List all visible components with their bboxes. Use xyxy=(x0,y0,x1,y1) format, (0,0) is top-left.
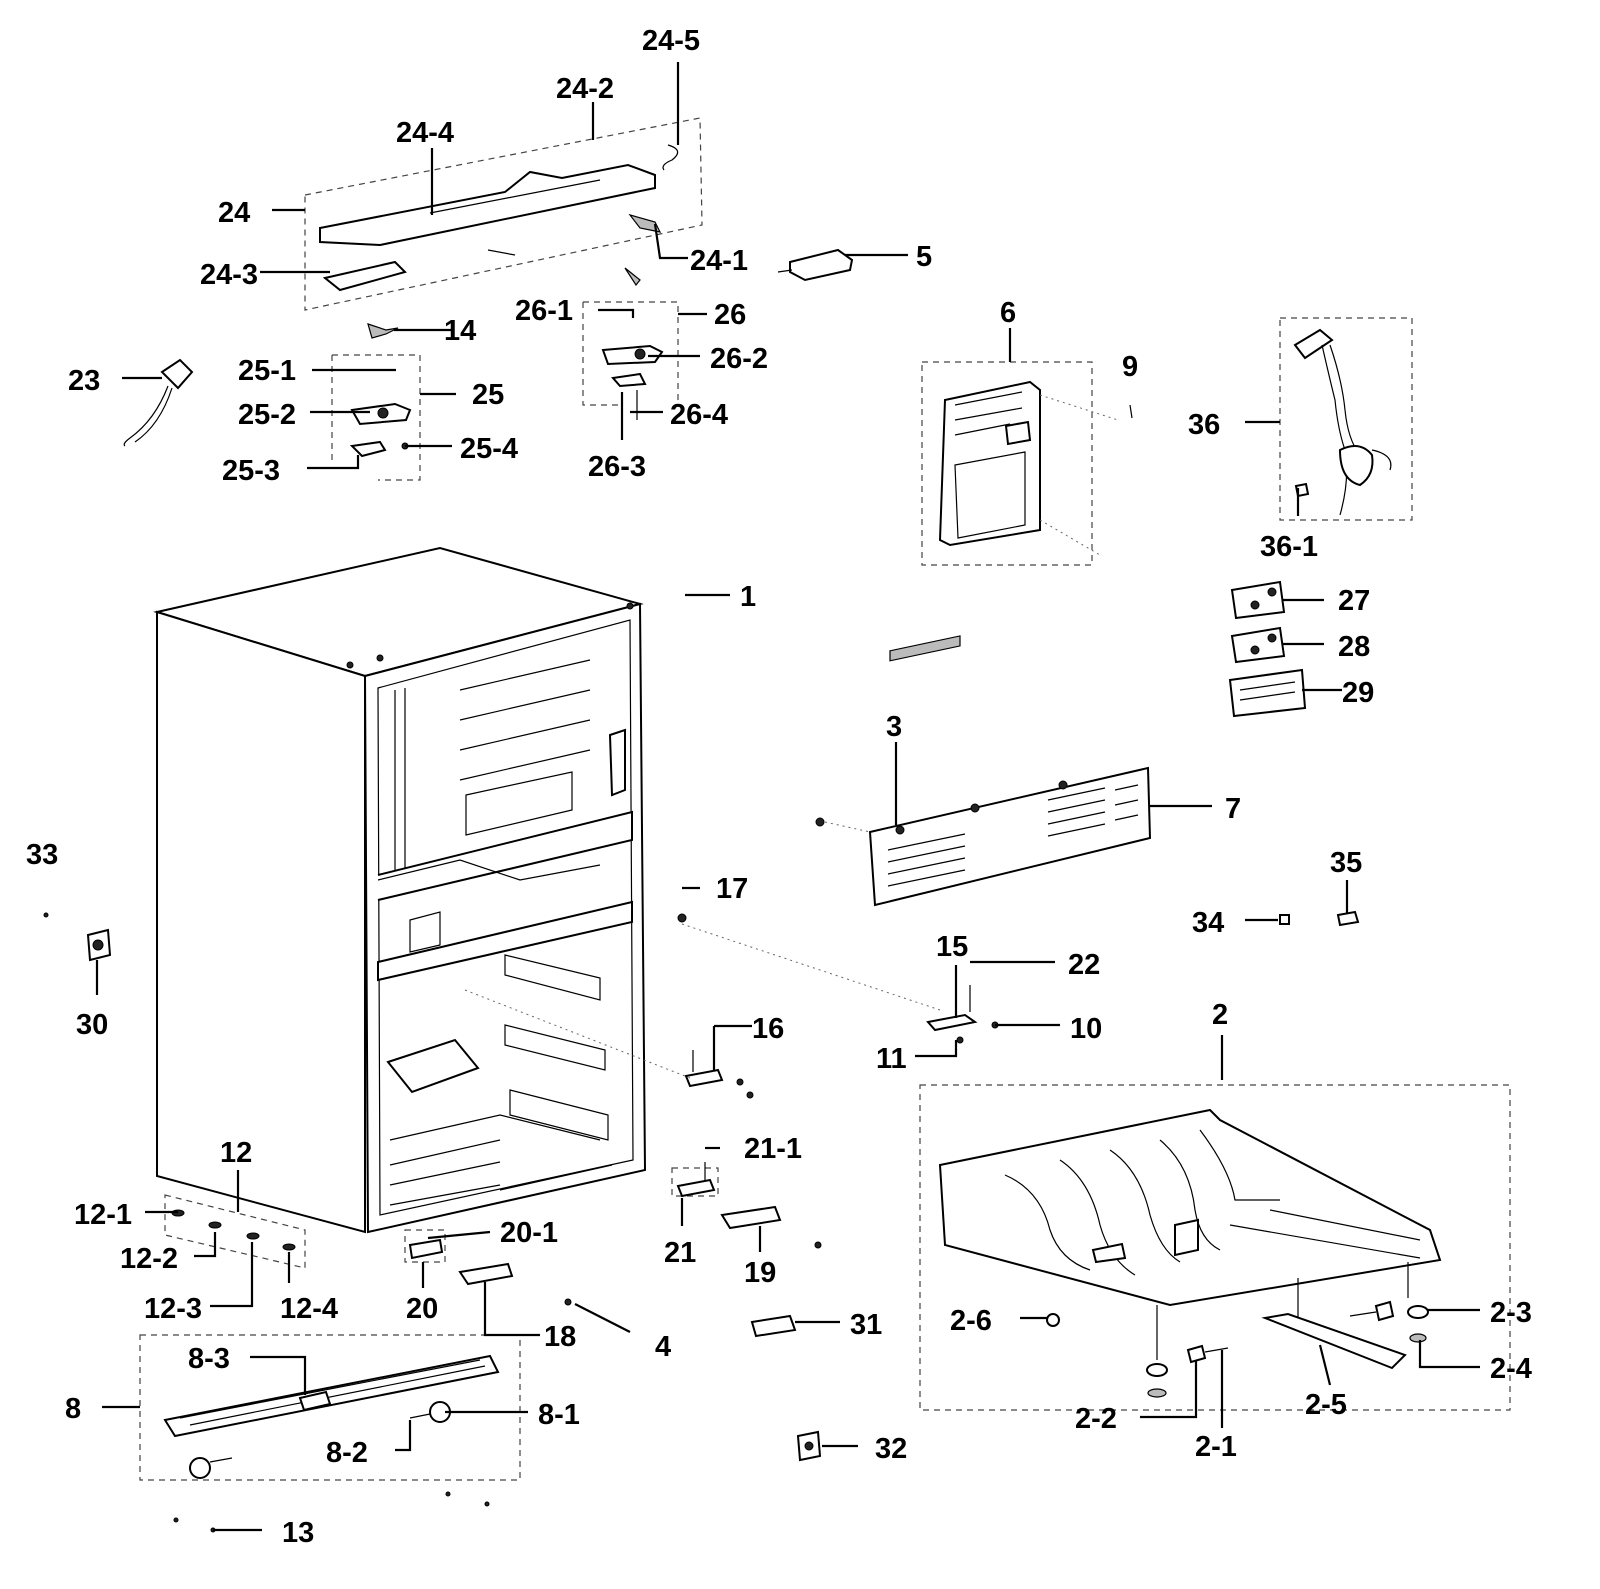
callout-25-4: 25-4 xyxy=(460,433,518,465)
callout-24-1: 24-1 xyxy=(690,245,748,277)
callout-2-6: 2-6 xyxy=(950,1305,992,1337)
callout-32: 32 xyxy=(875,1433,907,1465)
callout-17: 17 xyxy=(716,873,748,905)
callout-27: 27 xyxy=(1338,585,1370,617)
callout-11: 11 xyxy=(876,1043,907,1075)
callout-19: 19 xyxy=(744,1257,776,1289)
callout-35: 35 xyxy=(1330,847,1362,879)
callout-16: 16 xyxy=(752,1013,784,1045)
pcb-boards xyxy=(1228,580,1307,718)
callout-24: 24 xyxy=(218,197,250,229)
callout-20-1: 20-1 xyxy=(500,1217,558,1249)
callout-3: 3 xyxy=(886,711,902,743)
callout-25-3: 25-3 xyxy=(222,455,280,487)
callout-8-1: 8-1 xyxy=(538,1399,580,1431)
callout-24-3: 24-3 xyxy=(200,259,258,291)
small-parts xyxy=(43,910,1360,1462)
callout-8: 8 xyxy=(65,1393,81,1425)
callout-12: 12 xyxy=(220,1137,252,1169)
callout-2-1: 2-1 xyxy=(1195,1431,1237,1463)
callout-1: 1 xyxy=(740,581,756,613)
callout-7: 7 xyxy=(1225,793,1241,825)
callout-labels: 24-5 24-2 24-4 24 24-1 24-3 5 26-1 26 14… xyxy=(26,25,1532,1549)
callout-21: 21 xyxy=(664,1237,696,1269)
cover-panel-6 xyxy=(921,361,1133,566)
callout-36-1: 36-1 xyxy=(1260,531,1318,563)
callout-20: 20 xyxy=(406,1293,438,1325)
callout-33: 33 xyxy=(26,839,58,871)
callout-2-2: 2-2 xyxy=(1075,1403,1117,1435)
callout-26: 26 xyxy=(714,299,746,331)
callout-34: 34 xyxy=(1192,907,1224,939)
callout-8-3: 8-3 xyxy=(188,1343,230,1375)
refrigerator-cabinet xyxy=(153,546,647,1234)
callout-26-2: 26-2 xyxy=(710,343,768,375)
callout-22: 22 xyxy=(1068,949,1100,981)
callout-25-1: 25-1 xyxy=(238,355,296,387)
callout-5: 5 xyxy=(916,241,932,273)
callout-12-3: 12-3 xyxy=(144,1293,202,1325)
callout-2: 2 xyxy=(1212,999,1228,1031)
hinge-26-assembly xyxy=(582,301,679,420)
callout-25: 25 xyxy=(472,379,504,411)
callout-24-2: 24-2 xyxy=(556,73,614,105)
top-cover-assembly xyxy=(304,117,854,339)
callout-10: 10 xyxy=(1070,1013,1102,1045)
callout-26-3: 26-3 xyxy=(588,451,646,483)
callout-26-4: 26-4 xyxy=(670,399,728,431)
machine-compartment-2 xyxy=(919,1084,1511,1411)
callout-29: 29 xyxy=(1342,677,1374,709)
callout-23: 23 xyxy=(68,365,100,397)
wire-harness-36 xyxy=(1279,317,1413,521)
callout-8-2: 8-2 xyxy=(326,1437,368,1469)
callout-30: 30 xyxy=(76,1009,108,1041)
callout-12-4: 12-4 xyxy=(280,1293,338,1325)
leader-lines xyxy=(95,62,1480,1532)
callout-15: 15 xyxy=(936,931,968,963)
callout-21-1: 21-1 xyxy=(744,1133,802,1165)
callout-9: 9 xyxy=(1122,351,1138,383)
callout-14: 14 xyxy=(444,315,476,347)
callout-25-2: 25-2 xyxy=(238,399,296,431)
base-plate-8 xyxy=(139,1334,521,1533)
callout-28: 28 xyxy=(1338,631,1370,663)
callout-2-4: 2-4 xyxy=(1490,1353,1532,1385)
callout-12-1: 12-1 xyxy=(74,1199,132,1231)
callout-6: 6 xyxy=(1000,297,1016,329)
callout-31: 31 xyxy=(850,1309,882,1341)
callout-13: 13 xyxy=(282,1517,314,1549)
callout-36: 36 xyxy=(1188,409,1220,441)
callout-4: 4 xyxy=(655,1331,671,1363)
rear-cover-7 xyxy=(815,635,1152,907)
hinge-25-assembly xyxy=(331,354,421,481)
callout-26-1: 26-1 xyxy=(515,295,573,327)
callout-18: 18 xyxy=(544,1321,576,1353)
callout-2-5: 2-5 xyxy=(1305,1389,1347,1421)
callout-24-4: 24-4 xyxy=(396,117,454,149)
callout-24-5: 24-5 xyxy=(642,25,700,57)
power-cord xyxy=(123,358,194,447)
callout-2-3: 2-3 xyxy=(1490,1297,1532,1329)
callout-12-2: 12-2 xyxy=(120,1243,178,1275)
